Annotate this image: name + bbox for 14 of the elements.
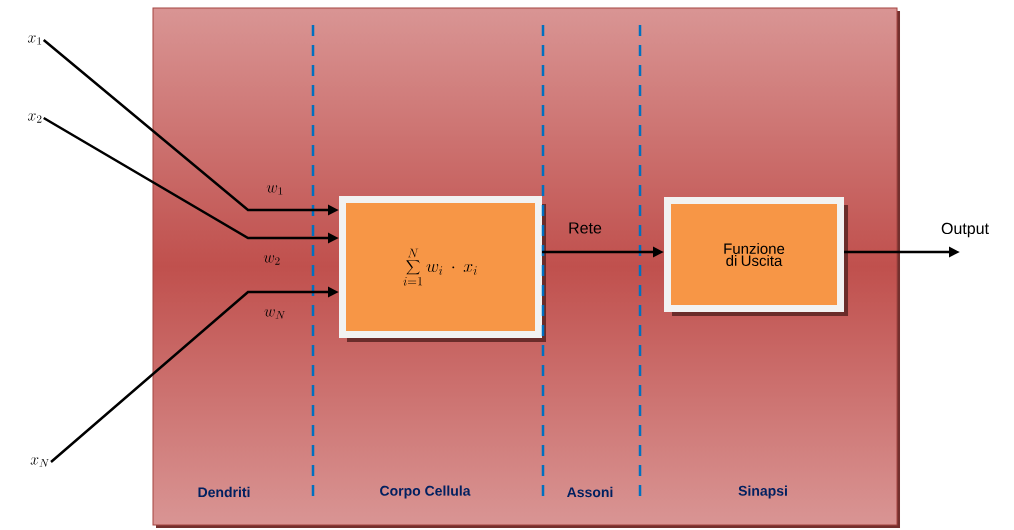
process-box: $\sum_{i=1}^{N} w_i \cdot x_i$ (339, 196, 542, 338)
section-label: Corpo Cellula (380, 485, 471, 499)
process-box: Funzione di Uscita (664, 197, 844, 312)
section-label: Dendriti (198, 486, 250, 498)
edge-label: Rete (569, 222, 602, 234)
weight-label: $w_2$ (263, 255, 280, 265)
section-label: Assoni (567, 486, 613, 498)
section-label: Sinapsi (738, 485, 787, 499)
weight-label: $w_N$ (264, 309, 286, 319)
edge-label: Output (941, 222, 989, 238)
input-label: $x_1$ (27, 35, 42, 45)
input-label: $x_N$ (30, 457, 49, 467)
input-label: $x_2$ (27, 113, 42, 123)
weight-label: $w_1$ (266, 185, 283, 195)
